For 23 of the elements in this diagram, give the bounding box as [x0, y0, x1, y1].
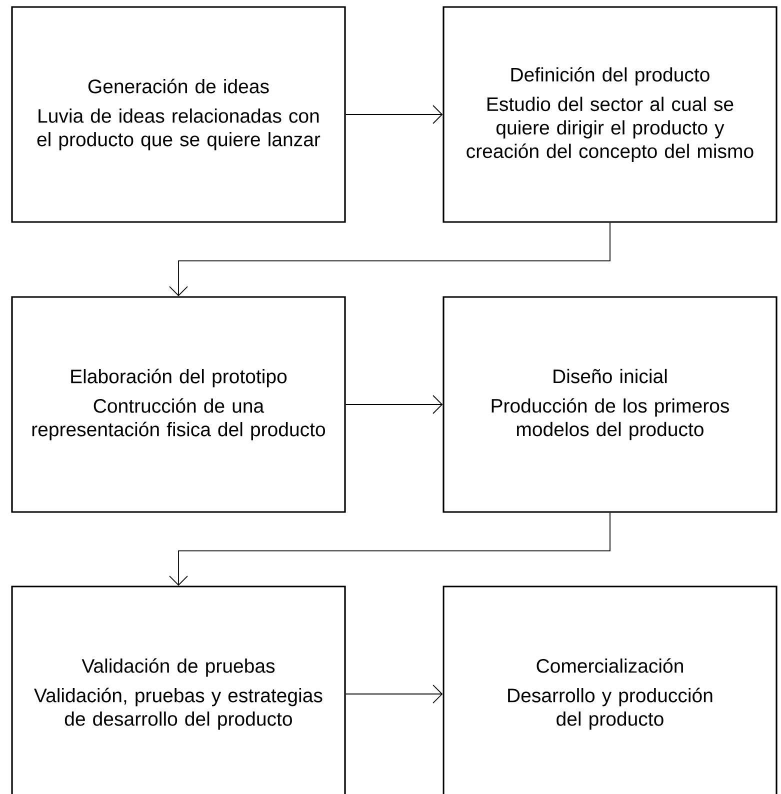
process-box: [442, 296, 778, 513]
box-heading: Diseño inicial: [554, 368, 667, 384]
box-heading: Definición del producto: [511, 67, 710, 86]
arrow: [169, 512, 610, 586]
arrow: [345, 395, 443, 414]
box-heading: Generación de ideas: [88, 78, 269, 94]
process-box: [11, 296, 346, 513]
process-box: [11, 586, 346, 794]
process-box: [11, 6, 346, 223]
process-box: [442, 586, 778, 794]
box-description: Estudio del sector al cual se quiere dirigir el producto y creación del concepto del mismo: [466, 96, 754, 162]
box-description: Desarrollo y producción del producto: [508, 688, 712, 730]
process-box: [442, 6, 778, 223]
arrow: [345, 105, 443, 124]
box-description: Producción de los primeros modelos del producto: [492, 398, 729, 440]
arrow: [169, 222, 610, 296]
box-description: Validación, pruebas y estrategias de desarrollo del producto: [34, 688, 322, 730]
box-description: Luvia de ideas relacionadas con el producto que se quiere lanzar: [37, 108, 320, 150]
box-heading: Elaboración del prototipo: [71, 368, 287, 388]
box-heading: Validación de pruebas: [82, 658, 275, 677]
box-description: Contrucción de una representación fisica del producto: [32, 398, 326, 440]
box-heading: Comercialización: [536, 658, 683, 673]
arrow: [345, 684, 443, 704]
